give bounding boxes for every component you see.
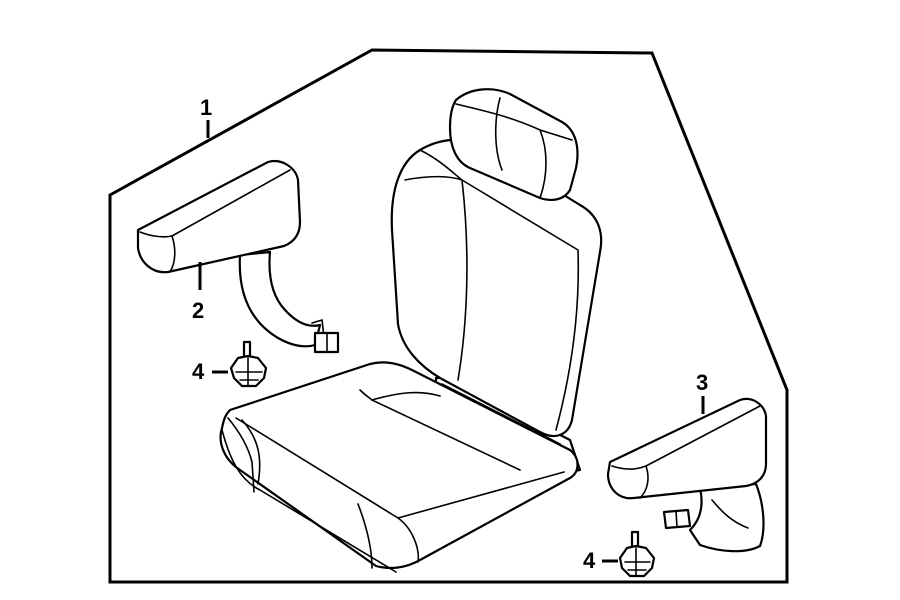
- right-armrest: [606, 397, 768, 553]
- callout-knob-left: 4: [192, 359, 228, 384]
- left-armrest: [136, 160, 340, 354]
- callout-label-1: 1: [200, 95, 212, 120]
- right-armrest-support: [688, 482, 765, 553]
- callout-label-4b: 4: [583, 548, 596, 573]
- seat-cushion-body: [219, 361, 579, 570]
- assembly-frame: [108, 48, 789, 584]
- callout-left-armrest: 2: [192, 262, 204, 323]
- left-armrest-support: [238, 250, 322, 348]
- callout-label-4a: 4: [192, 359, 205, 384]
- seat-cushion: [219, 361, 579, 573]
- callout-label-3: 3: [696, 370, 708, 395]
- knob-left: [229, 340, 268, 388]
- knob-right: [618, 530, 656, 578]
- callout-right-armrest: 3: [696, 370, 708, 414]
- seat-back: [390, 88, 603, 474]
- right-armrest-pad: [606, 397, 768, 500]
- callout-label-2: 2: [192, 298, 204, 323]
- knob-right-body: [618, 544, 656, 578]
- callout-seat-assembly: 1: [200, 95, 212, 138]
- callout-knob-right: 4: [583, 548, 618, 573]
- left-armrest-pad: [136, 160, 302, 274]
